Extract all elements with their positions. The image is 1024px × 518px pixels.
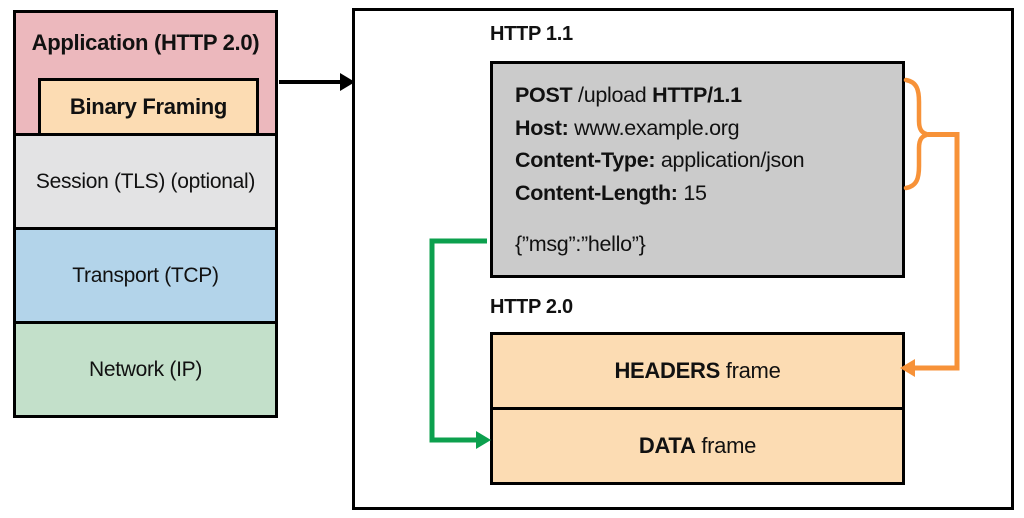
header-host: Host: www.example.org (515, 115, 740, 140)
binary-framing-label: Binary Framing (69, 94, 228, 119)
http11-request-box: POST /upload HTTP/1.1 Host: www.example.… (490, 61, 905, 278)
headers-frame-row: HEADERS frame (493, 335, 902, 410)
layer-network: Network (IP) (16, 321, 275, 415)
http11-section-label: HTTP 1.1 (490, 23, 573, 45)
header-content-length: Content-Length: 15 (515, 180, 707, 205)
layer-application: Application (HTTP 2.0) Binary Framing (16, 13, 275, 136)
layer-session-label: Session (TLS) (optional) (35, 169, 256, 193)
stack-to-panel-arrow (279, 73, 355, 91)
binary-framing-box: Binary Framing (38, 78, 259, 136)
http2-frames-box: HEADERS frame DATA frame (490, 332, 905, 485)
request-line: POST /upload HTTP/1.1 (515, 83, 742, 107)
layer-transport: Transport (TCP) (16, 227, 275, 321)
http20-section-label: HTTP 2.0 (490, 296, 573, 318)
protocol-stack: Application (HTTP 2.0) Binary Framing Se… (13, 10, 278, 418)
header-content-type: Content-Type: application/json (515, 148, 805, 172)
layer-session: Session (TLS) (optional) (16, 133, 275, 227)
data-frame-row: DATA frame (493, 410, 902, 482)
request-body: {”msg”:”hello”} (515, 232, 646, 256)
layer-network-label: Network (IP) (88, 357, 203, 381)
layer-transport-label: Transport (TCP) (72, 263, 219, 287)
framing-detail-panel: HTTP 1.1 POST /upload HTTP/1.1 Host: www… (352, 8, 1014, 510)
layer-application-label: Application (HTTP 2.0) (31, 30, 260, 55)
